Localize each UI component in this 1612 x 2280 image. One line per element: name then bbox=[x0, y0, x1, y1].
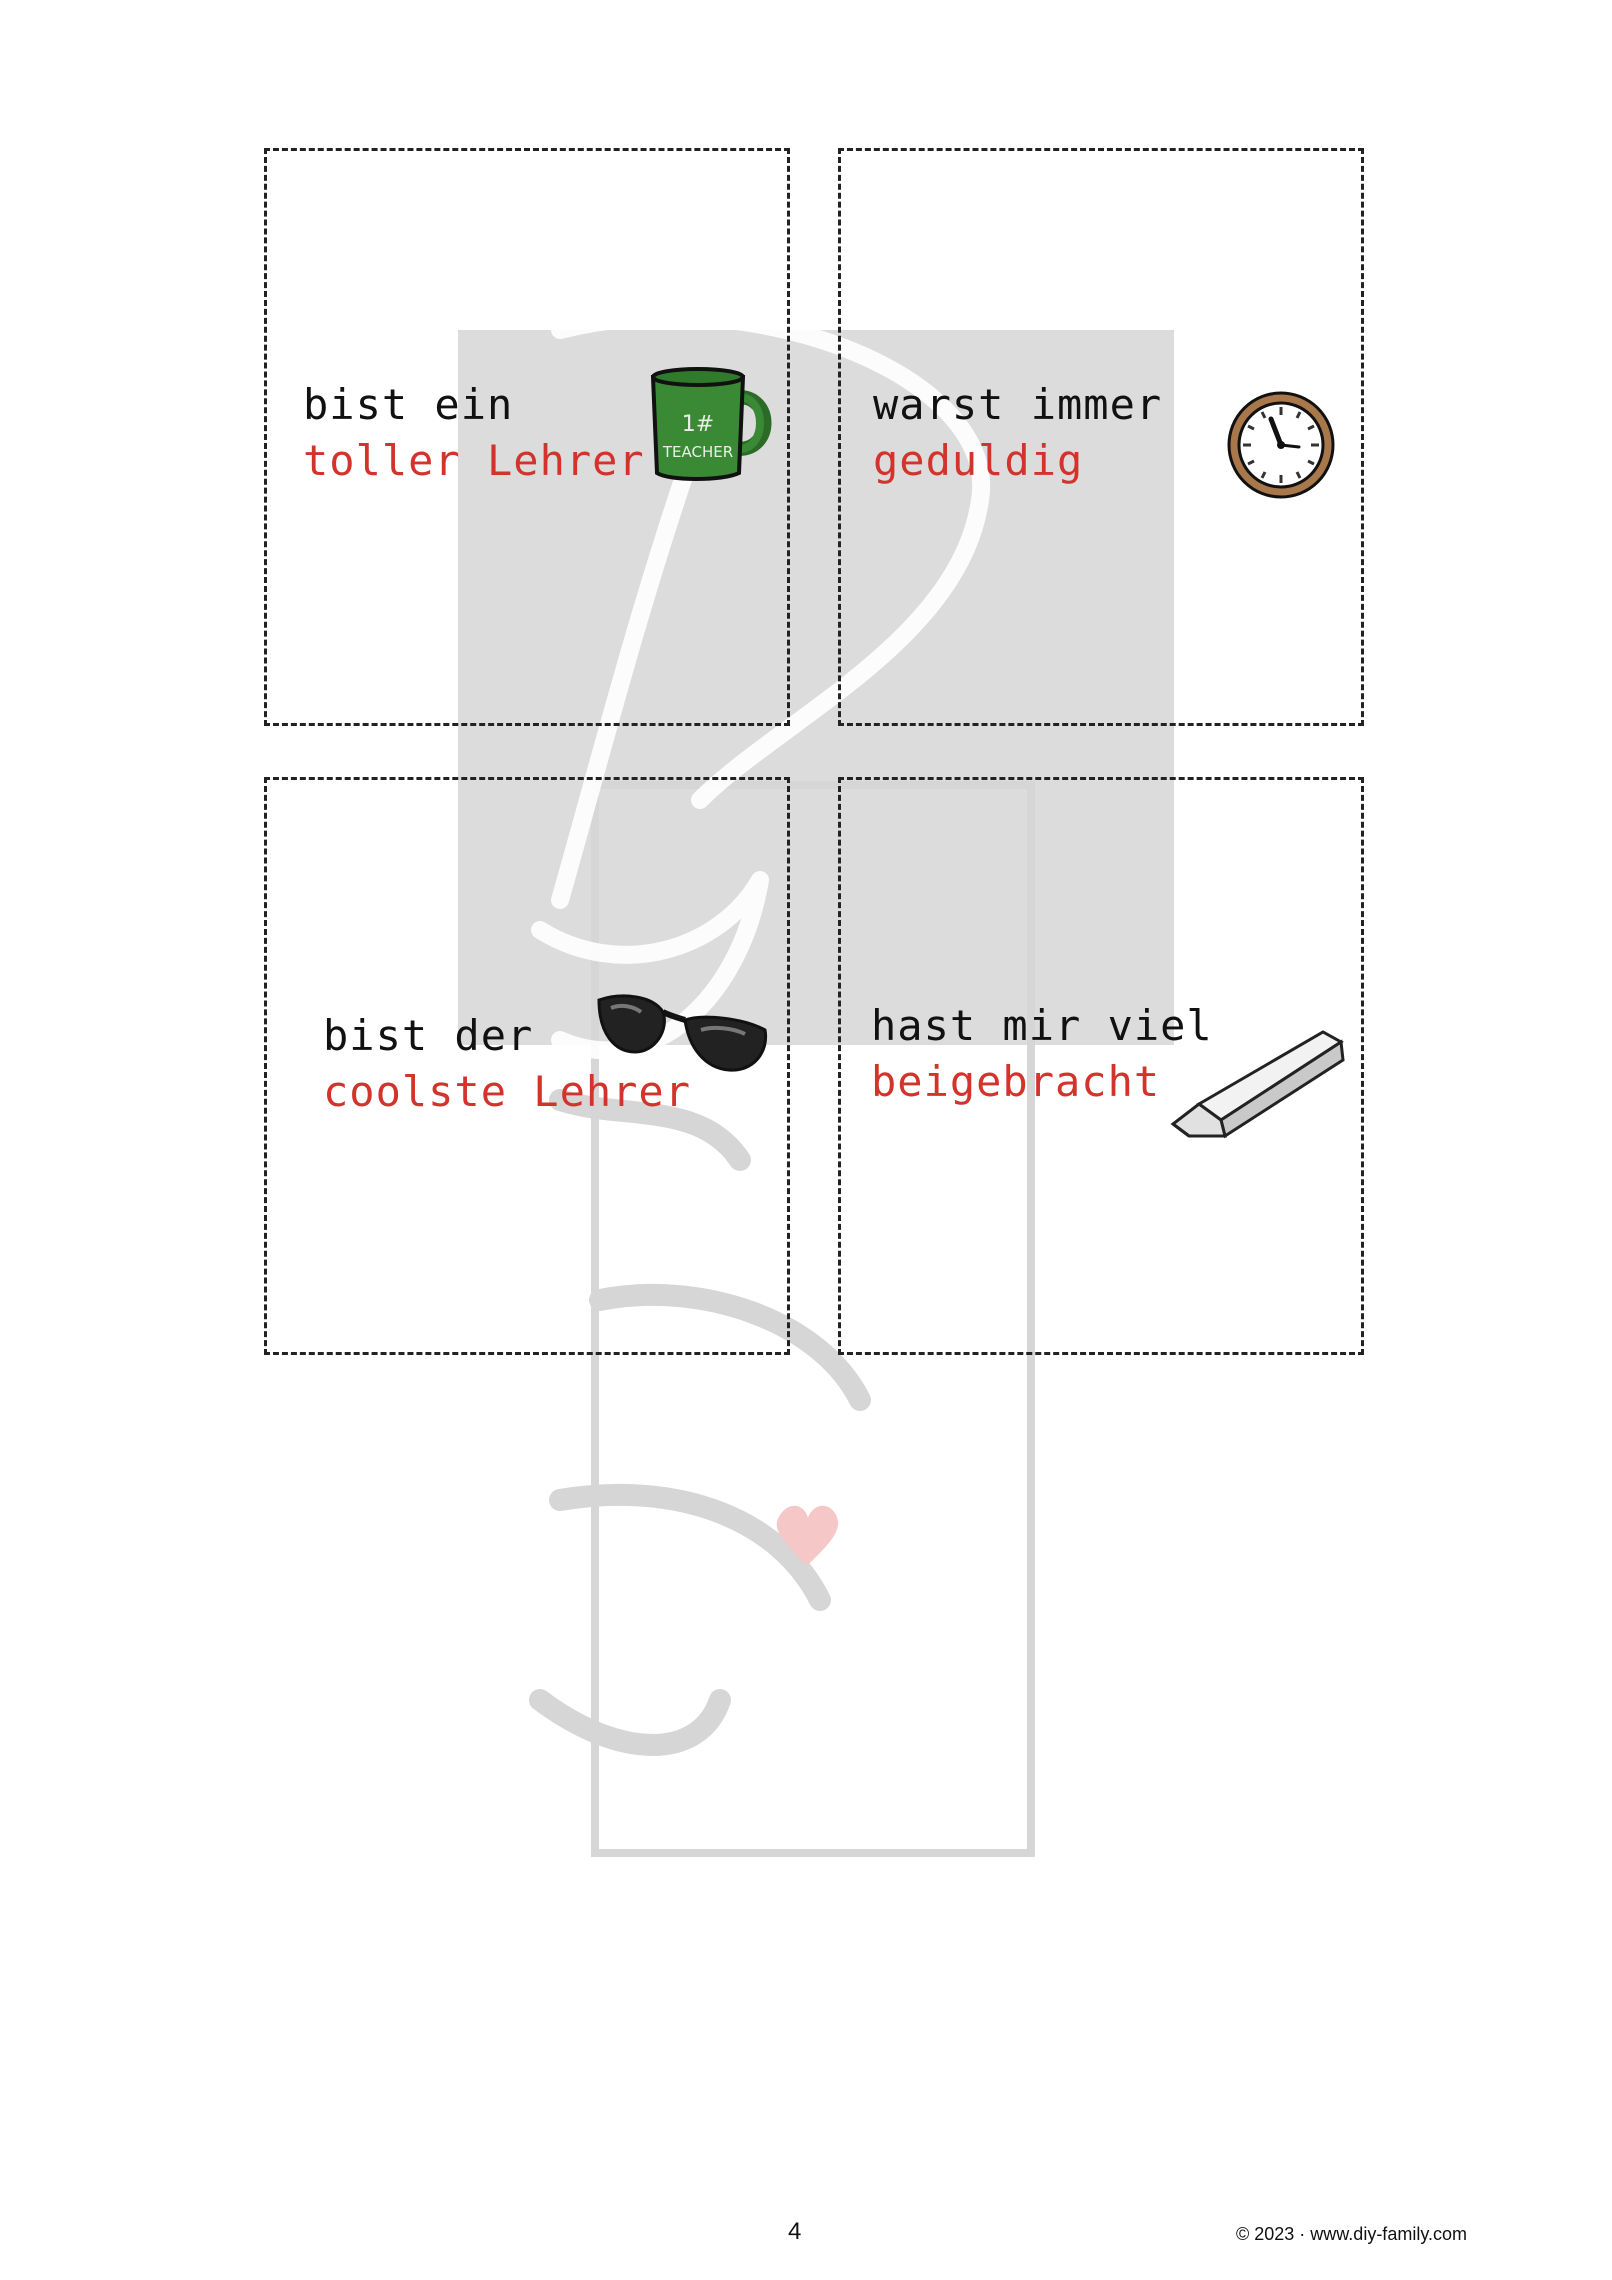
mug-number: 1# bbox=[682, 412, 714, 437]
card-1-line1: bist ein bbox=[303, 380, 514, 429]
card-toller-lehrer: bist ein toller Lehrer 1# TEACHER bbox=[264, 148, 790, 726]
card-4-line2: beigebracht bbox=[871, 1057, 1161, 1106]
card-4-text: hast mir viel beigebracht bbox=[871, 998, 1213, 1110]
card-2-line1: warst immer bbox=[873, 380, 1163, 429]
copyright-notice: © 2023 · www.diy-family.com bbox=[1236, 2224, 1467, 2244]
card-2-text: warst immer geduldig bbox=[873, 377, 1162, 489]
card-3-text: bist der coolste Lehrer bbox=[323, 1008, 691, 1120]
card-2-line2: geduldig bbox=[873, 436, 1084, 485]
card-4-line1: hast mir viel bbox=[871, 1001, 1213, 1050]
card-1-text: bist ein toller Lehrer bbox=[303, 377, 645, 489]
card-beigebracht: hast mir viel beigebracht bbox=[838, 777, 1364, 1355]
watermark-heart-icon bbox=[776, 1505, 839, 1565]
mug-label: TEACHER bbox=[662, 443, 733, 461]
card-coolste-lehrer: bist der coolste Lehrer bbox=[264, 777, 790, 1355]
mug-icon: 1# TEACHER bbox=[650, 367, 772, 481]
card-geduldig: warst immer geduldig bbox=[838, 148, 1364, 726]
sunglasses-icon bbox=[597, 994, 768, 1072]
clock-icon bbox=[1227, 391, 1335, 499]
chalk-icon bbox=[1170, 1030, 1345, 1139]
card-3-line1: bist der bbox=[323, 1011, 534, 1060]
card-3-line2: coolste Lehrer bbox=[323, 1067, 692, 1116]
card-1-line2: toller Lehrer bbox=[303, 436, 645, 485]
page-number: 4 bbox=[788, 2218, 802, 2245]
